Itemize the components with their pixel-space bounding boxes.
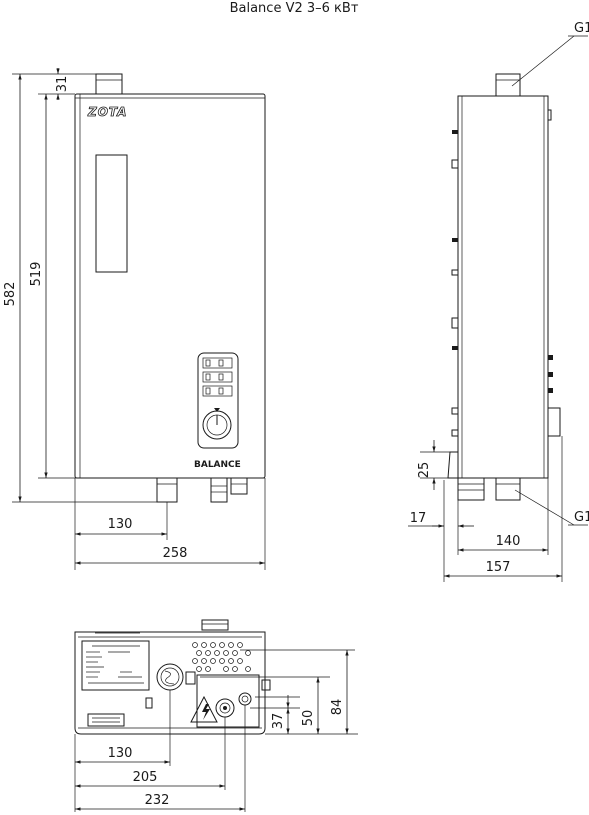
label-top-connection: G1 [574, 21, 589, 36]
dim-top-offset: 31 [55, 76, 70, 93]
control-panel [197, 352, 239, 449]
side-view: G1 G1 25 17 140 157 [408, 21, 589, 582]
dim-h50: 50 [301, 710, 316, 727]
dim-x130: 130 [108, 746, 133, 761]
dim-total-height: 582 [3, 282, 18, 307]
drawing-title: Balance V2 3–6 кВт [230, 1, 359, 16]
label-bottom-connection: G1 [574, 510, 589, 525]
boiler-body-side [457, 95, 549, 479]
data-plate [81, 640, 150, 691]
dim-depth: 140 [496, 534, 521, 549]
dim-x232: 232 [145, 793, 170, 808]
bottom-view: 37 50 84 130 205 232 [74, 619, 358, 812]
hazard-sign-icon [190, 695, 218, 723]
dim-body-height: 519 [29, 262, 44, 287]
vent-holes [192, 642, 251, 672]
dim-x205: 205 [133, 770, 158, 785]
dim-total-depth: 157 [486, 560, 511, 575]
panel-label: BALANCE [194, 460, 241, 470]
brand-logo: ZOTA [87, 105, 127, 119]
dim-bracket-offset: 17 [410, 511, 427, 526]
dim-pipe-offset: 130 [108, 517, 133, 532]
boiler-body-front [74, 93, 266, 479]
front-view: ZOTA BALANCE [3, 68, 266, 570]
display-window [95, 154, 128, 273]
dim-h84: 84 [330, 699, 345, 716]
dim-width: 258 [163, 546, 188, 561]
dim-bracket-height: 25 [417, 462, 432, 479]
boiler-body-bottom [74, 631, 266, 735]
dim-h37: 37 [271, 713, 286, 730]
